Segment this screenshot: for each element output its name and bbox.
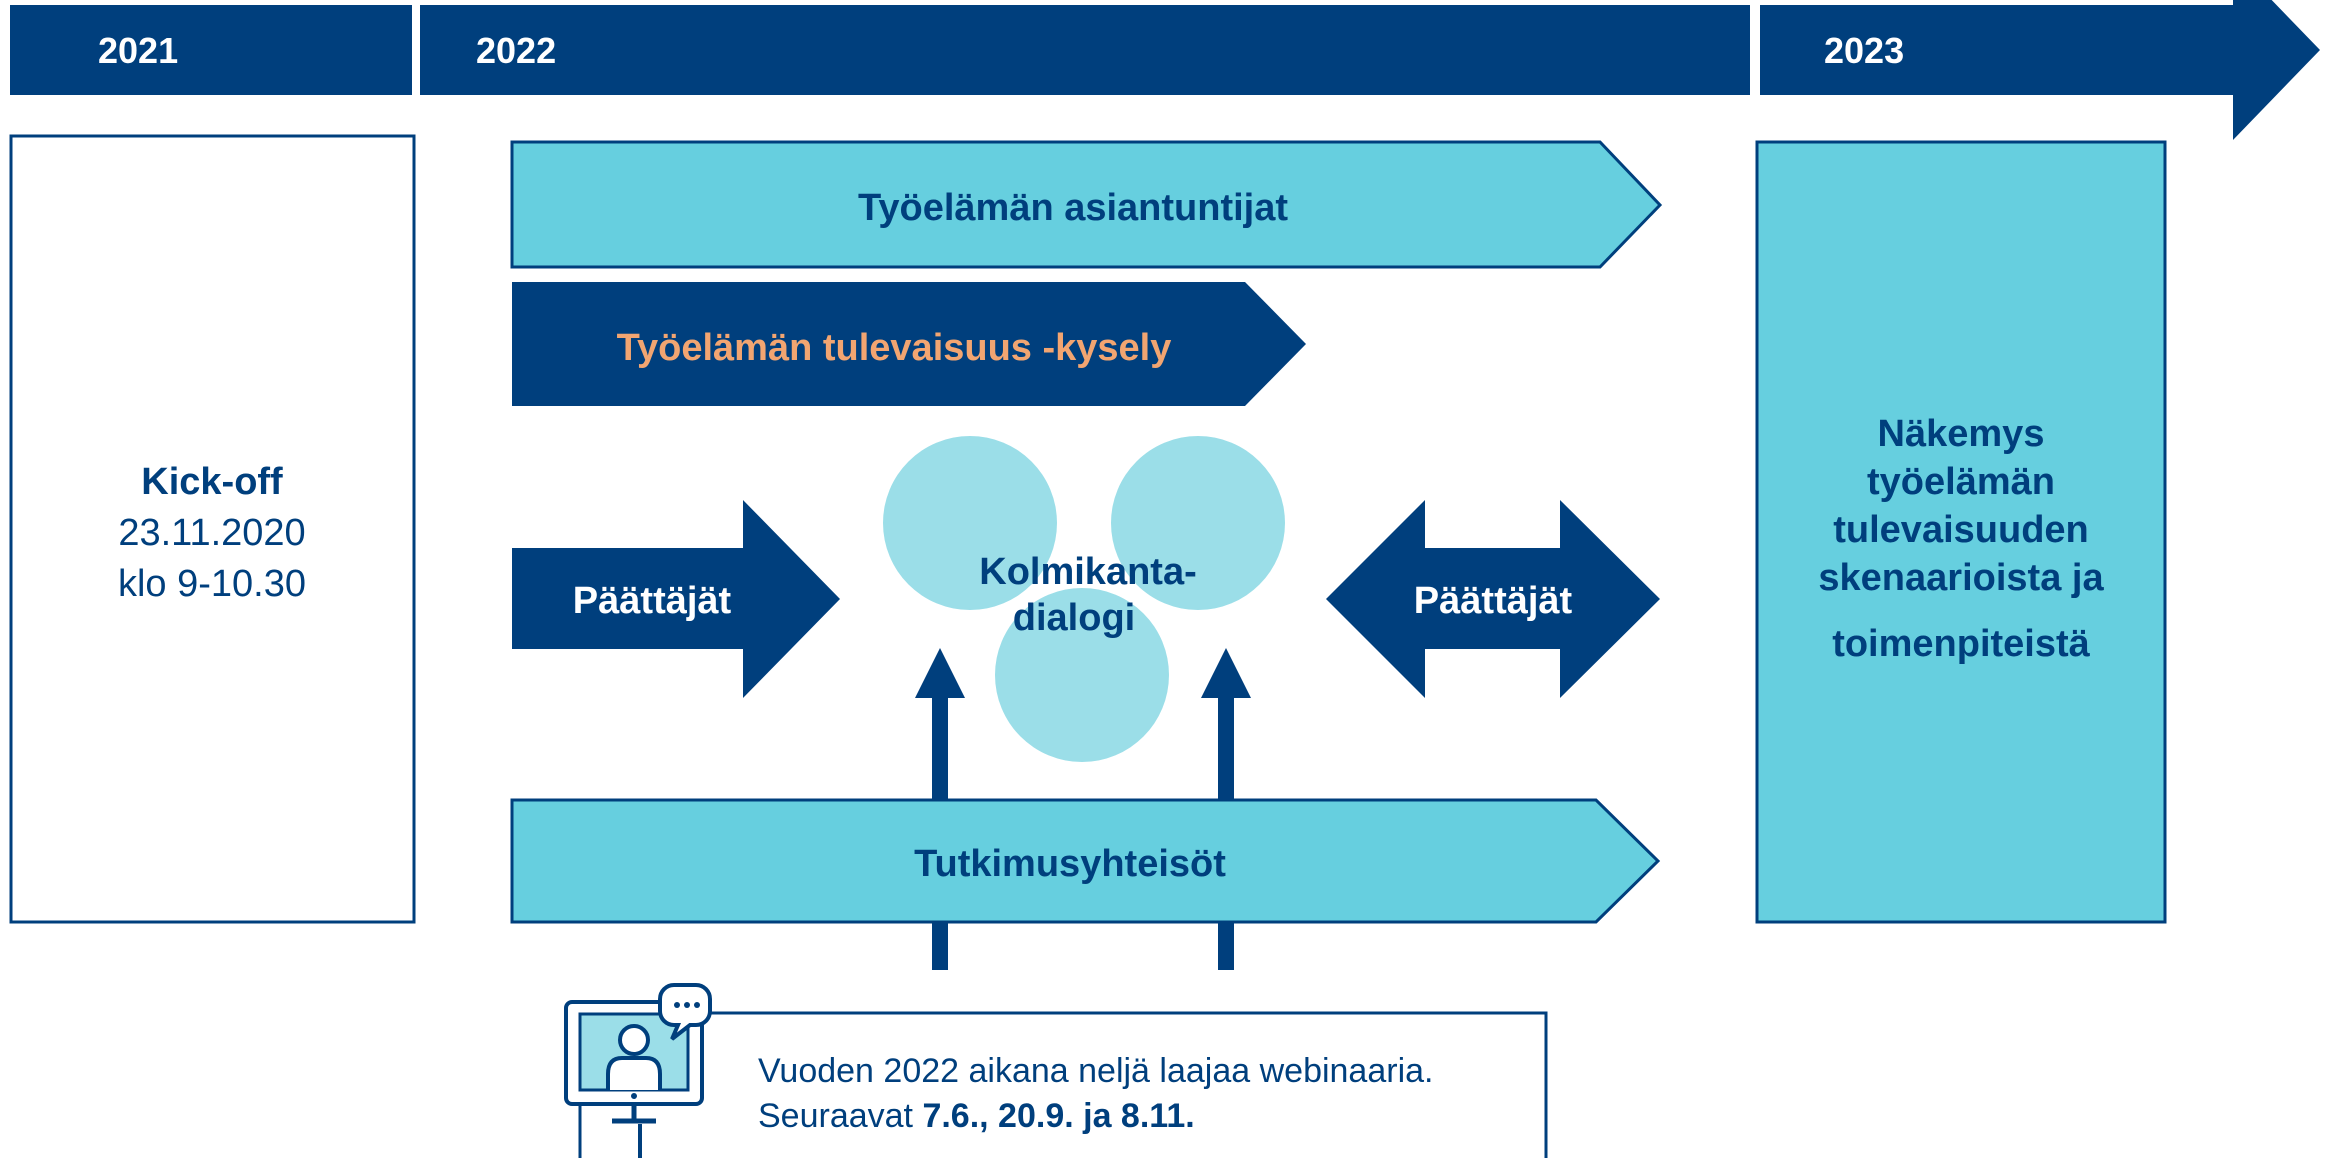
decision-makers-right-shape bbox=[1326, 500, 1660, 698]
year-label-2021: 2021 bbox=[98, 30, 178, 71]
experts-arrow: Työelämän asiantuntijat bbox=[510, 140, 1663, 269]
connector-left bbox=[932, 922, 948, 964]
person-head bbox=[618, 1024, 650, 1056]
webinar-frame bbox=[578, 1011, 1548, 1158]
dialogue-line-2: dialogi bbox=[1013, 597, 1135, 639]
chat-bubble-icon bbox=[658, 983, 712, 1041]
timeline-segment-2022 bbox=[420, 5, 1750, 95]
webinar-box: Vuoden 2022 aikana neljä laajaa webinaar… bbox=[578, 1011, 1548, 1158]
webinar-line-1: Vuoden 2022 aikana neljä laajaa webinaar… bbox=[758, 1052, 1433, 1090]
monitor-dot bbox=[631, 1093, 637, 1099]
research-label: Tutkimusyhteisöt bbox=[914, 843, 1226, 885]
decision-makers-left-shape bbox=[512, 500, 840, 698]
timeline-bar: 2021 2022 2023 bbox=[10, 0, 2320, 140]
decision-makers-left-label: Päättäjät bbox=[573, 580, 732, 622]
dialogue-cluster: Kolmikanta- dialogi bbox=[883, 436, 1285, 762]
experts-arrow-shape bbox=[510, 140, 1663, 269]
decision-makers-right-label: Päättäjät bbox=[1414, 580, 1573, 622]
webinar-dates: 7.6., 20.9. ja 8.11. bbox=[922, 1097, 1194, 1135]
dialogue-line-1: Kolmikanta- bbox=[979, 551, 1196, 593]
experts-label: Työelämän asiantuntijat bbox=[858, 187, 1288, 229]
dialogue-circle-left bbox=[883, 436, 1057, 610]
outcome-line-5: toimenpiteistä bbox=[1832, 623, 2090, 665]
kickoff-frame bbox=[9, 134, 416, 924]
outcome-line-1: Näkemys bbox=[1878, 413, 2045, 455]
outcome-line-4: skenaarioista ja bbox=[1818, 557, 2104, 599]
chat-dot-2 bbox=[684, 1002, 690, 1008]
webinar-line-2-prefix: Seuraavat bbox=[758, 1097, 922, 1135]
timeline-segment-2021 bbox=[10, 5, 412, 95]
kickoff-title: Kick-off bbox=[141, 461, 283, 503]
timeline-segment-2023-arrow bbox=[1760, 0, 2320, 140]
research-arrow: Tutkimusyhteisöt bbox=[510, 798, 1661, 924]
outcome-line-2: työelämän bbox=[1867, 461, 2055, 503]
research-arrow-shape bbox=[510, 798, 1661, 924]
outcome-box: Näkemys työelämän tulevaisuuden skenaari… bbox=[1755, 140, 2167, 924]
webinar-connectors bbox=[932, 922, 1234, 964]
survey-arrow-shape bbox=[512, 282, 1306, 406]
dialogue-circle-right bbox=[1111, 436, 1285, 610]
up-arrow-left-head bbox=[915, 648, 965, 698]
year-label-2023: 2023 bbox=[1824, 30, 1904, 71]
outcome-frame bbox=[1755, 140, 2167, 924]
up-arrow-right-head bbox=[1201, 648, 1251, 698]
outcome-line-3: tulevaisuuden bbox=[1833, 509, 2089, 551]
kickoff-date: 23.11.2020 bbox=[118, 512, 305, 554]
chat-dot-1 bbox=[674, 1002, 680, 1008]
decision-makers-right-arrow: Päättäjät bbox=[1326, 500, 1660, 698]
survey-arrow: Työelämän tulevaisuus -kysely bbox=[512, 282, 1306, 406]
survey-label: Työelämän tulevaisuus -kysely bbox=[617, 327, 1172, 369]
webinar-line-2: Seuraavat 7.6., 20.9. ja 8.11. bbox=[758, 1097, 1195, 1135]
kickoff-box: Kick-off 23.11.2020 klo 9-10.30 bbox=[9, 134, 416, 924]
connector-right bbox=[1218, 922, 1234, 964]
year-label-2022: 2022 bbox=[476, 30, 556, 71]
decision-makers-left-arrow: Päättäjät bbox=[512, 500, 840, 698]
webinar-computer-icon bbox=[564, 983, 712, 1158]
dialogue-circle-bottom bbox=[995, 588, 1169, 762]
chat-dot-3 bbox=[694, 1002, 700, 1008]
kickoff-time: klo 9-10.30 bbox=[118, 563, 306, 605]
person-body bbox=[606, 1056, 662, 1090]
